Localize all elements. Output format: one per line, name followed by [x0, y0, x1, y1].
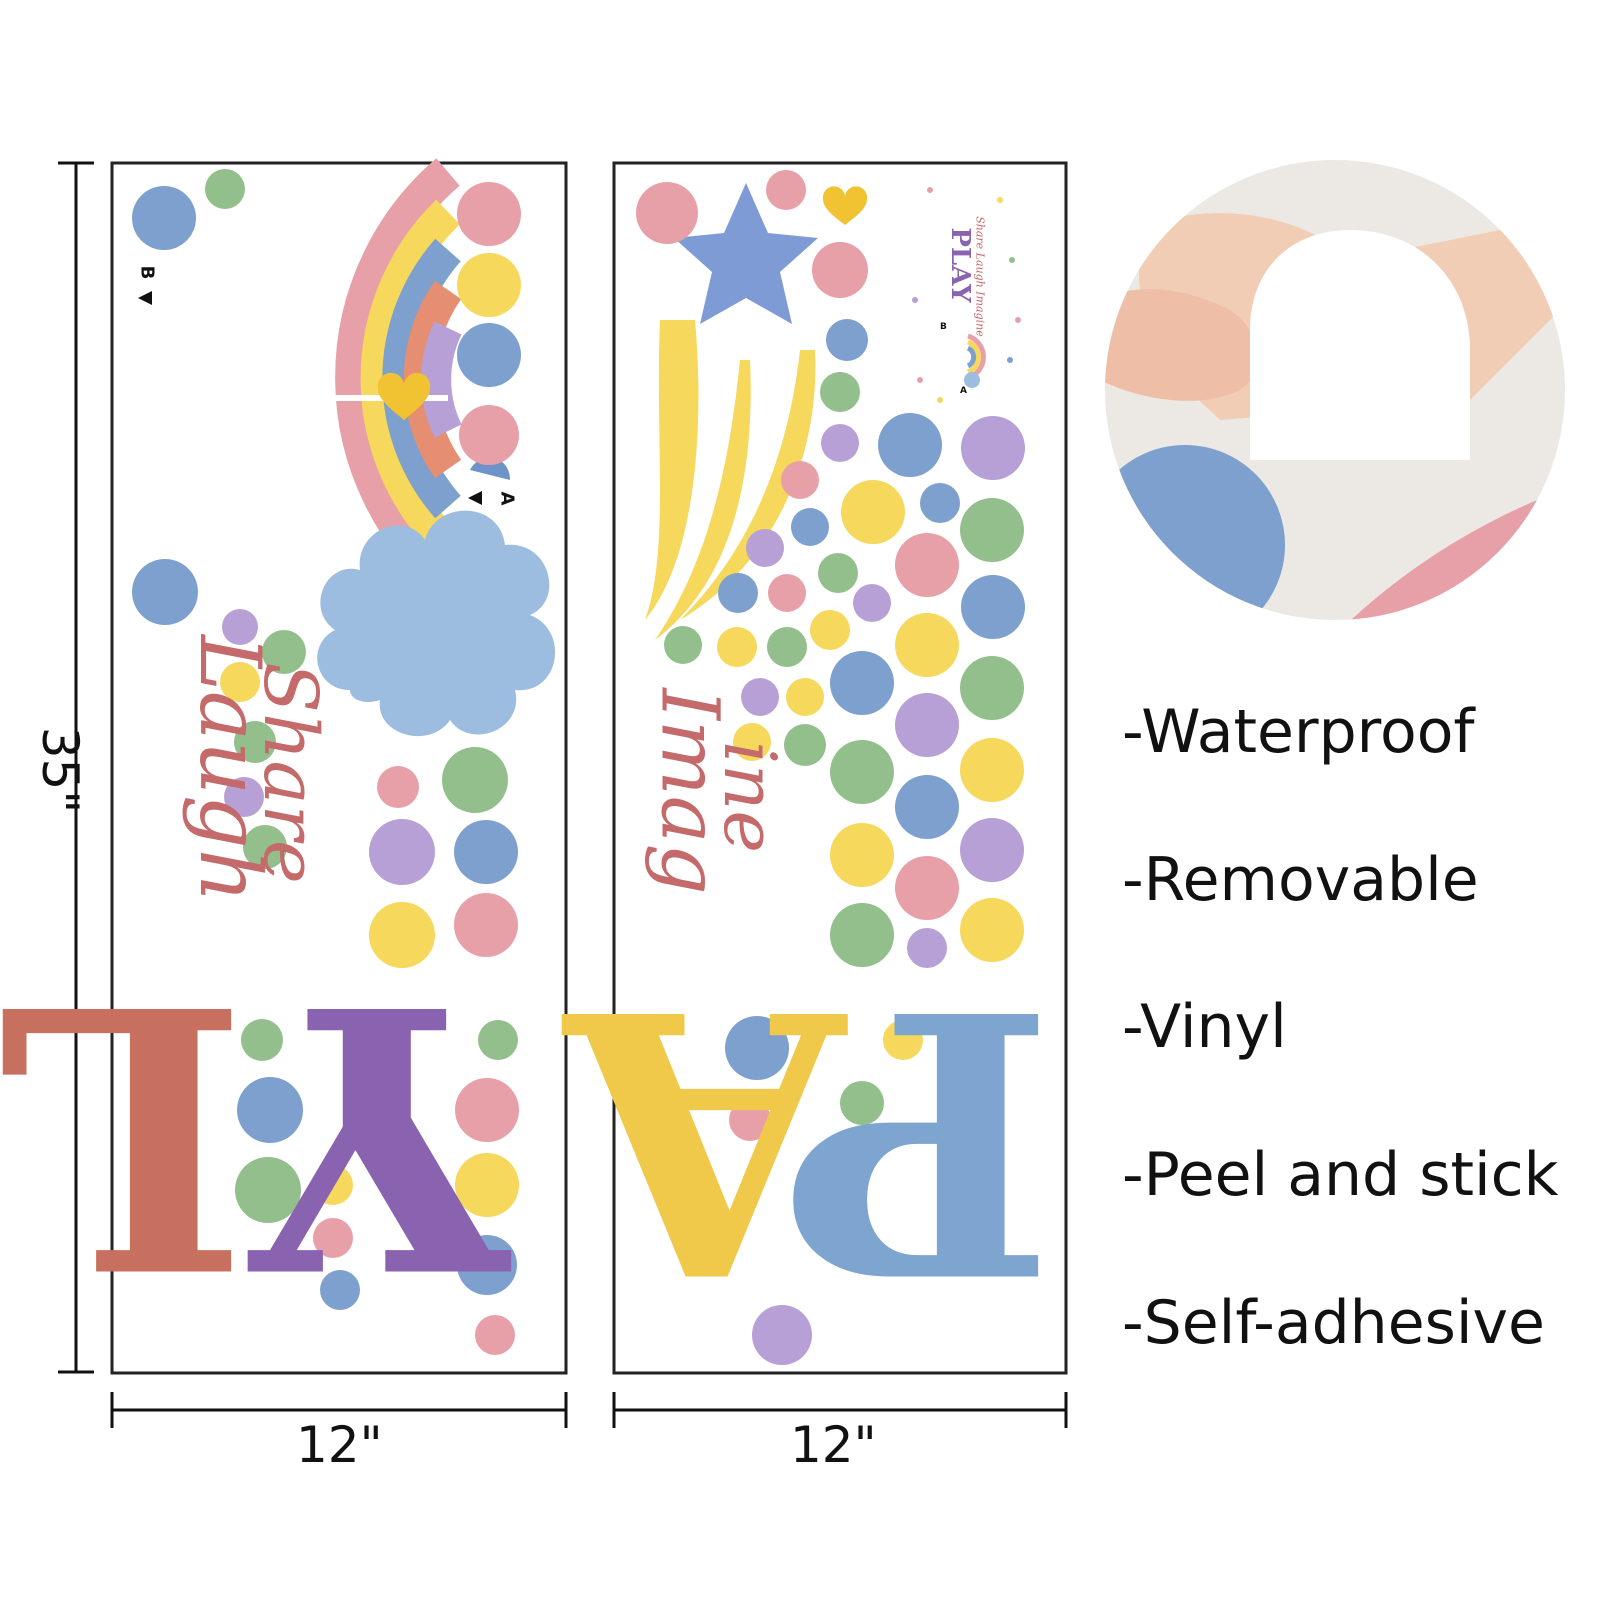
width-dimension-left: [110, 1392, 568, 1428]
height-label: 35": [31, 726, 89, 814]
play-preview-sticker: [912, 187, 1021, 403]
width-label-right: 12": [790, 1416, 877, 1474]
marker-a-label: A: [496, 491, 518, 506]
feature-removable: -Removable: [1122, 845, 1479, 915]
feature-vinyl: -Vinyl: [1122, 992, 1287, 1062]
feature-peel-and-stick: -Peel and stick: [1122, 1140, 1559, 1210]
dot-stickers-left: [132, 169, 521, 1355]
letter-p: P: [784, 929, 1055, 1352]
preview-title: PLAY: [945, 227, 975, 303]
word-share: Share: [247, 662, 333, 884]
width-dimension-right: [612, 1392, 1068, 1428]
dot-stickers-right: [636, 170, 1025, 1365]
marker-b-label: B: [136, 265, 158, 280]
star-icon: [674, 183, 818, 324]
marker-a-arrow-left: [468, 491, 482, 505]
peel-demo-photo: [1105, 160, 1565, 620]
width-label-left: 12": [296, 1416, 383, 1474]
feature-waterproof: -Waterproof: [1122, 697, 1475, 767]
marker-b-arrow-left: [138, 291, 152, 305]
preview-marker-b: B: [940, 322, 947, 332]
preview-marker-a: A: [960, 386, 967, 396]
letter-l: L: [0, 924, 248, 1347]
height-dimension: [58, 161, 94, 1374]
heart-icon: [377, 372, 431, 420]
word-ine: ine: [708, 740, 792, 853]
heart-icon-right: [822, 186, 868, 225]
letter-y: Y: [251, 924, 508, 1347]
feature-self-adhesive: -Self-adhesive: [1122, 1288, 1545, 1358]
preview-subtitle: Share Laugh Imagine: [973, 216, 987, 337]
